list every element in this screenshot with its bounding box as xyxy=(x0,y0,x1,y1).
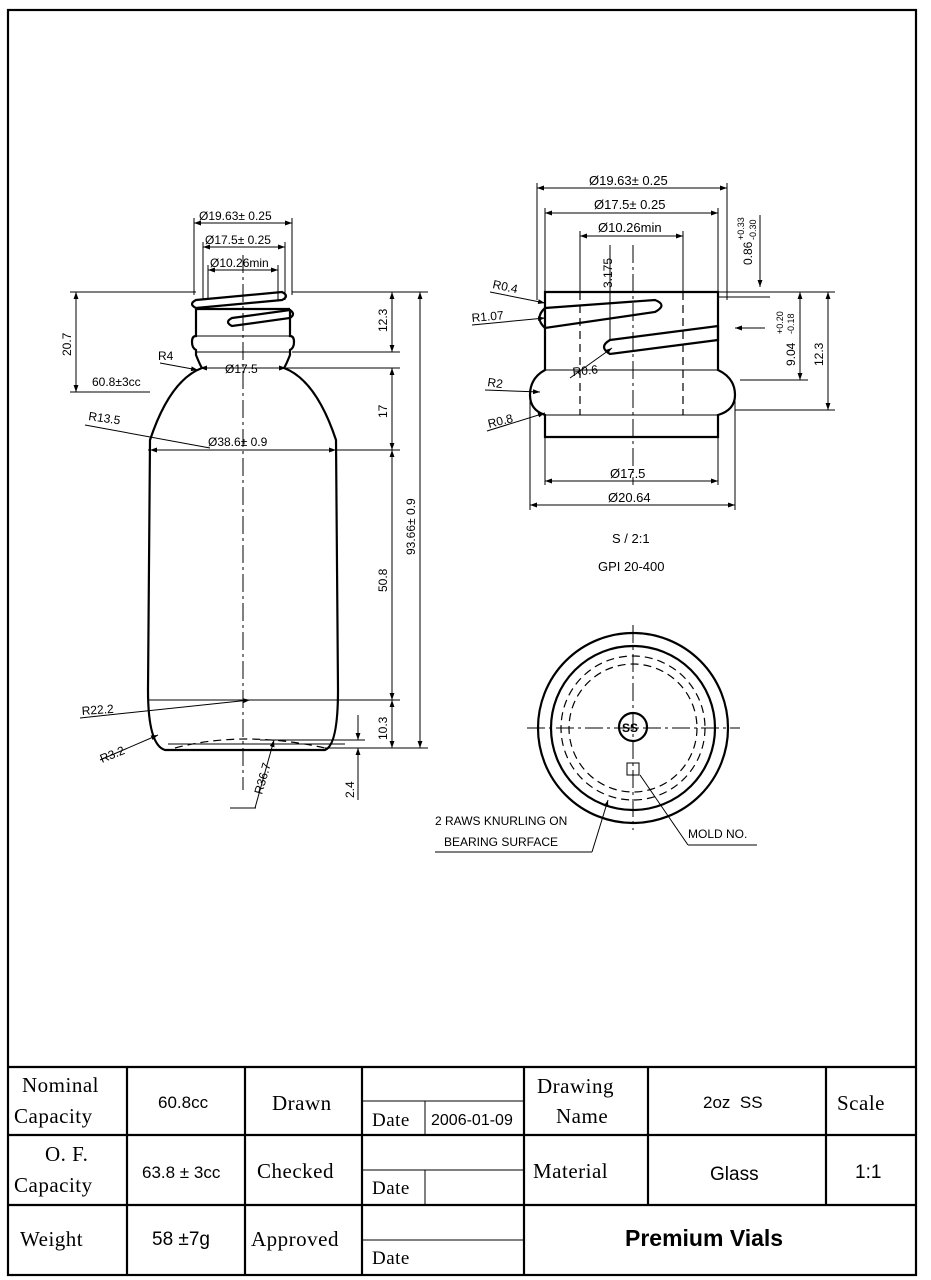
finish-r-bead: R2 xyxy=(487,375,504,391)
side-h-neck: 20.7 xyxy=(60,332,74,356)
ss-logo-icon xyxy=(617,711,649,743)
finish-h-thread-sup: +0.20 xyxy=(775,311,785,334)
finish-d-outer: Ø19.63± 0.25 xyxy=(589,173,668,188)
side-r-heel-large: R22.2 xyxy=(81,702,114,718)
side-d-bore: Ø10.26min xyxy=(210,256,269,270)
side-r-neck: R4 xyxy=(158,349,174,363)
base-mold-note: MOLD NO. xyxy=(688,827,747,841)
finish-scale-note: S / 2:1 xyxy=(612,531,650,546)
side-h-body: 50.8 xyxy=(376,568,390,592)
finish-thread-tol: 0.86 xyxy=(741,241,755,265)
of-value: 63.8 ± 3cc xyxy=(142,1163,221,1182)
nominal-label-2: Capacity xyxy=(14,1104,93,1128)
side-h-shoulder: 17 xyxy=(376,404,390,418)
side-r-shoulder: R13.5 xyxy=(88,409,122,427)
title-block: Nominal Capacity 60.8cc O. F. Capacity 6… xyxy=(8,1065,916,1275)
finish-h-thread: 9.04 xyxy=(784,342,798,366)
finish-d-thread: Ø17.5± 0.25 xyxy=(594,197,665,212)
approved-label: Approved xyxy=(251,1227,339,1251)
nominal-value: 60.8cc xyxy=(158,1093,209,1112)
approved-date-label: Date xyxy=(372,1248,410,1269)
finish-h-finish: 12.3 xyxy=(812,342,826,366)
side-capacity-level: 60.8±3cc xyxy=(92,375,141,389)
drawn-label: Drawn xyxy=(272,1091,332,1115)
base-knurl-note-2: BEARING SURFACE xyxy=(444,835,558,849)
finish-thread-tol-sub: -0.30 xyxy=(748,219,758,240)
side-h-heel: 10.3 xyxy=(376,716,390,740)
finish-r-top: R0.4 xyxy=(491,277,519,296)
finish-thread-pitch: 3.175 xyxy=(601,258,615,288)
drawn-date-label: Date xyxy=(372,1110,410,1131)
finish-h-thread-sub: -0.18 xyxy=(786,313,796,334)
mold-number-box xyxy=(626,762,640,776)
base-knurl-note-1: 2 RAWS KNURLING ON xyxy=(435,814,567,828)
weight-label: Weight xyxy=(20,1227,83,1251)
drawn-date-value: 2006-01-09 xyxy=(431,1112,513,1129)
side-r-base: R36.7 xyxy=(251,761,273,796)
base-view: SS MOLD NO. 2 RAWS KNURLING ON BEARING S… xyxy=(435,625,757,853)
finish-thread-tol-sup: +0.33 xyxy=(736,217,746,240)
company-name: Premium Vials xyxy=(625,1225,783,1251)
nominal-label-1: Nominal xyxy=(22,1073,99,1097)
of-label-1: O. F. xyxy=(45,1142,88,1166)
finish-r-bottom: R0.8 xyxy=(486,411,514,431)
scale-value: 1:1 xyxy=(855,1162,881,1183)
finish-thread-lower xyxy=(602,324,720,356)
side-h-push-up: 2.4 xyxy=(343,781,357,798)
finish-d-neck: Ø17.5 xyxy=(610,466,645,481)
drawing-name-label-2: Name xyxy=(556,1104,608,1128)
of-label-2: Capacity xyxy=(14,1173,93,1197)
scale-label: Scale xyxy=(837,1091,885,1115)
bottle-thread-lower xyxy=(226,308,295,328)
drawing-name-label-1: Drawing xyxy=(537,1074,614,1098)
finish-d-bore: Ø10.26min xyxy=(598,220,662,235)
finish-spec-note: GPI 20-400 xyxy=(598,559,665,574)
side-d-body: Ø38.6± 0.9 xyxy=(208,435,268,449)
weight-value: 58 ±7g xyxy=(152,1229,210,1250)
checked-label: Checked xyxy=(257,1159,334,1183)
bottle-outline xyxy=(146,309,340,752)
side-d-outer: Ø19.63± 0.25 xyxy=(199,209,272,223)
side-h-total: 93.66± 0.9 xyxy=(404,498,418,555)
side-d-neck: Ø17.5 xyxy=(225,362,258,376)
finish-thread-upper xyxy=(538,298,663,330)
sheet-border xyxy=(6,8,918,1277)
finish-r-thread-root: R0.6 xyxy=(572,362,599,379)
finish-d-bead: Ø20.64 xyxy=(608,490,651,505)
checked-date-label: Date xyxy=(372,1178,410,1199)
material-label: Material xyxy=(533,1159,608,1183)
drawing-name-value: 2oz SS xyxy=(703,1093,763,1112)
side-h-finish: 12.3 xyxy=(376,308,390,332)
side-d-thread: Ø17.5± 0.25 xyxy=(205,233,271,247)
bottle-thread-upper xyxy=(190,290,288,310)
finish-detail-view: Ø19.63± 0.25 Ø17.5± 0.25 Ø10.26min 3.175… xyxy=(471,173,835,574)
side-view: Ø19.63± 0.25 Ø17.5± 0.25 Ø10.26min 20.7 … xyxy=(60,209,428,809)
material-value: Glass xyxy=(710,1164,759,1185)
base-logo-text: SS xyxy=(622,721,638,735)
finish-r-thread: R1.07 xyxy=(471,308,504,325)
